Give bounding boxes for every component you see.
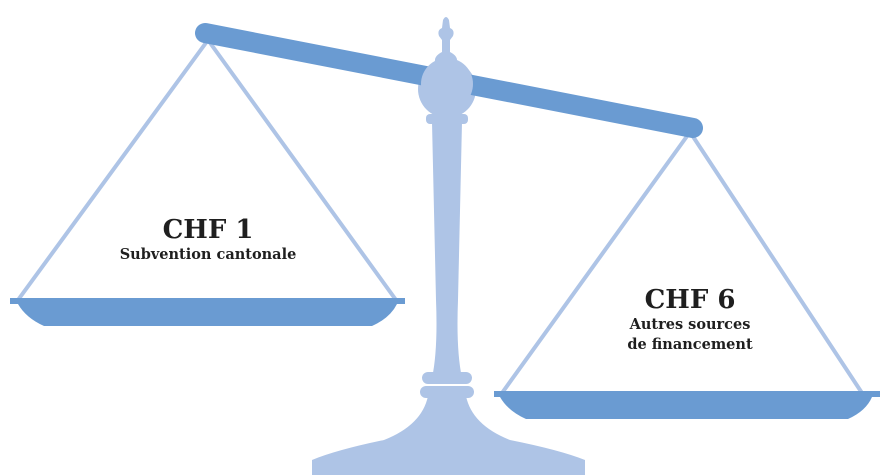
left-caption: Subvention cantonale bbox=[119, 246, 297, 263]
right-pan-strings bbox=[500, 130, 864, 395]
left-pan bbox=[10, 298, 405, 326]
pivot-cap bbox=[421, 58, 473, 110]
right-caption-line1: Autres sources bbox=[629, 316, 751, 333]
left-amount: CHF 1 bbox=[162, 215, 254, 245]
left-pan-label: CHF 1 Subvention cantonale bbox=[80, 215, 336, 265]
right-amount: CHF 6 bbox=[644, 285, 736, 315]
right-caption-line2: de financement bbox=[627, 336, 753, 353]
right-pan bbox=[494, 391, 880, 419]
left-pan-strings bbox=[16, 38, 398, 302]
right-pan-label: CHF 6 Autres sources de financement bbox=[570, 285, 810, 355]
